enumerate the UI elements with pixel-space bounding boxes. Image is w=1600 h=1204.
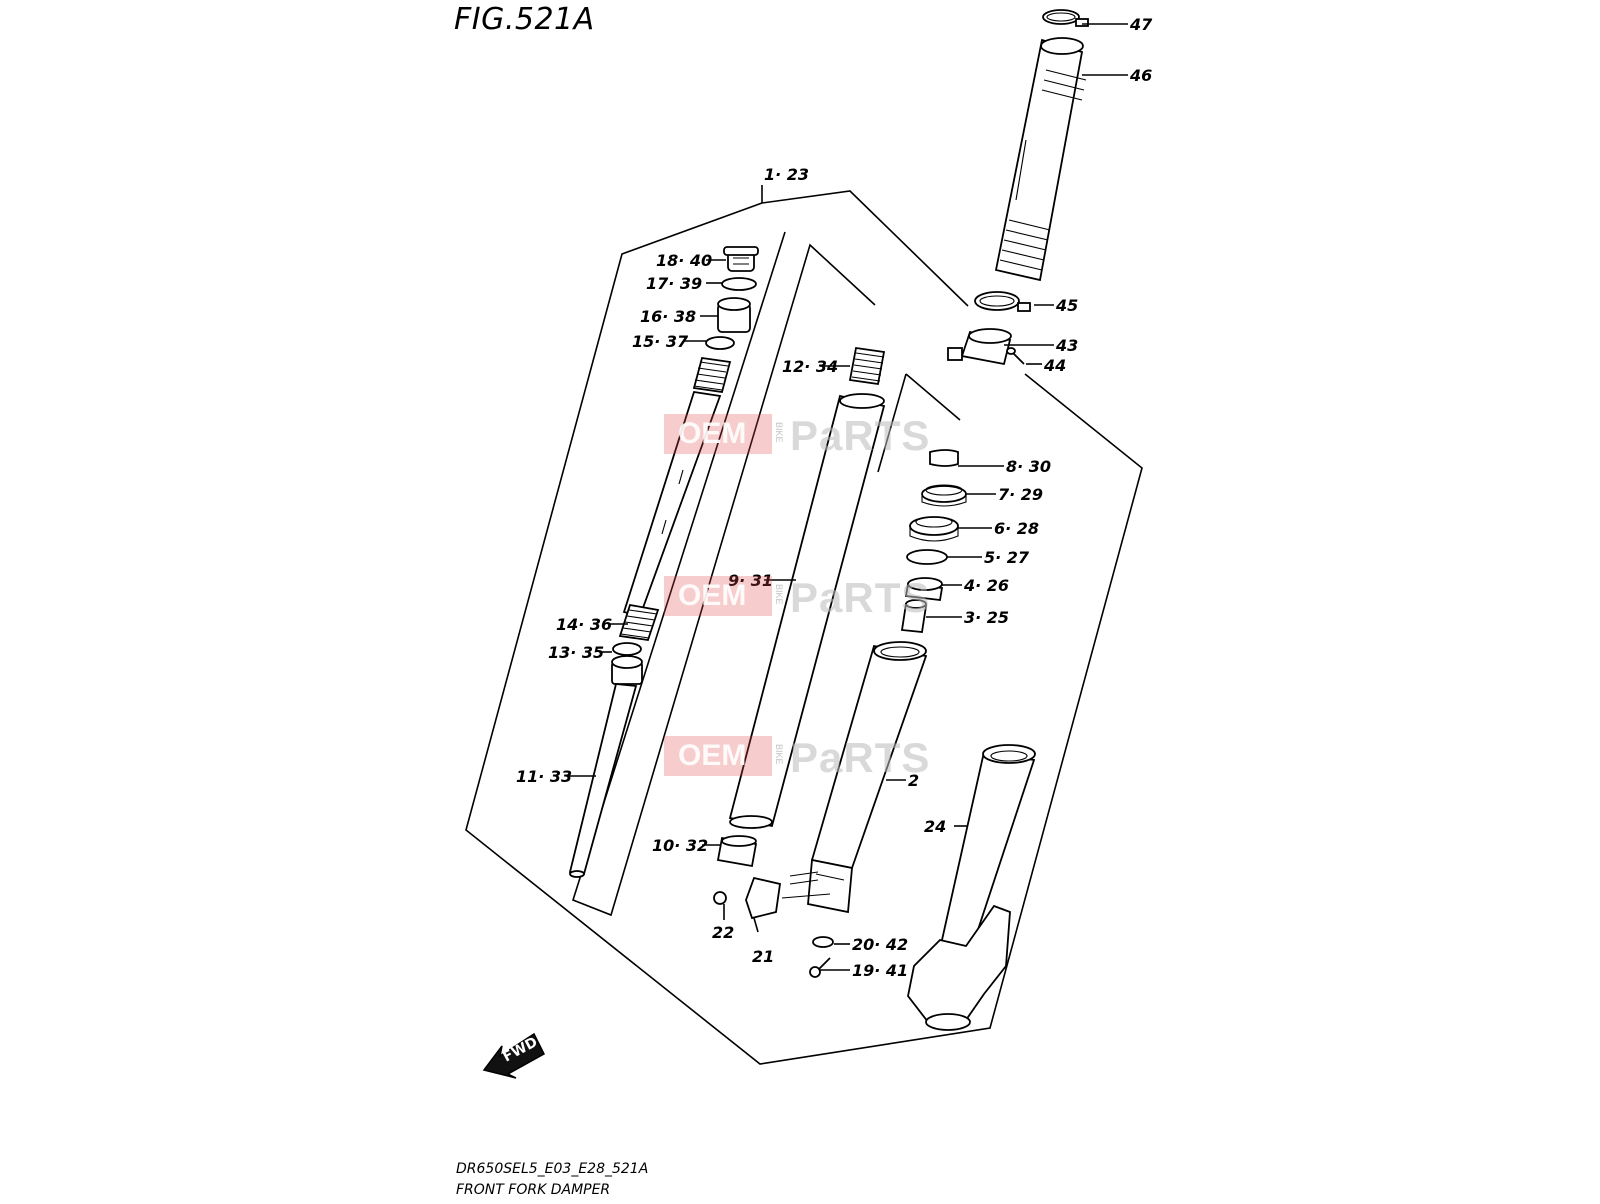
hose-clamp-47 [1042,9,1089,27]
callout-2: 2 [908,771,919,790]
callout-16-38: 16· 38 [640,307,696,326]
washer-15-37 [705,336,735,350]
section-name: FRONT FORK DAMPER [456,1182,611,1198]
callout-18-40: 18· 40 [656,251,712,270]
callout-24: 24 [924,817,946,836]
callout-46: 46 [1129,66,1152,85]
washer-13-35 [612,642,642,656]
callout-44: 44 [1043,356,1066,375]
kit-outline [465,202,1143,1065]
oil-seal-6-28 [909,516,959,542]
dust-seal-8-30 [929,449,959,467]
callout-19-41: 19· 41 [852,961,908,980]
callout-4-26: 4· 26 [963,576,1009,595]
inner-tube-outline [905,373,961,421]
fork-spring-12-34 [848,346,886,386]
callout-1-23: 1· 23 [764,165,809,184]
rebound-spring-14-36 [618,603,660,641]
brake-hose-bracket-21 [745,871,831,920]
callout-11-33: 11· 33 [516,767,572,786]
spring-upper-damper [692,356,732,394]
callout-22: 22 [712,923,734,942]
bushing-10-32 [716,835,758,868]
damper-cylinder-11-33 [568,655,643,878]
callout-17-39: 17· 39 [646,274,702,293]
callout-14-36: 14· 36 [556,615,612,634]
callout-7-29: 7· 29 [998,485,1043,504]
screw-44 [1006,347,1025,365]
fork-boot-46 [994,37,1087,282]
callout-8-30: 8· 30 [1006,457,1051,476]
bushing-4-26 [904,577,944,601]
callout-43: 43 [1055,336,1078,355]
callout-21: 21 [752,947,774,966]
callout-45: 45 [1055,296,1078,315]
callout-9-31: 9· 31 [728,571,773,590]
outer-tube-2 [807,641,928,914]
spacer-16-38 [717,297,751,333]
figure-title: FIG.521A [454,2,595,37]
callout-3-25: 3· 25 [964,608,1009,627]
oil-seal-7-29 [921,484,967,507]
watermark: OEM BIKE PaRTS [664,412,944,459]
model-code: DR650SEL5_E03_E28_521A [456,1161,649,1177]
o-ring-17-39 [721,277,757,291]
callout-15-37: 15· 37 [632,332,689,351]
boot-clamp-45 [974,291,1031,312]
callout-5-27: 5· 27 [984,548,1030,567]
boot-guide-43 [947,328,1012,366]
bushing-3-25 [900,599,928,633]
nut-22 [713,891,727,905]
callout-6-28: 6· 28 [994,519,1039,538]
callout-12-34: 12· 34 [782,357,838,376]
inner-tube-9-31 [728,393,886,829]
watermark: OEM BIKE PaRTS [664,574,944,621]
watermark: OEM BIKE PaRTS [664,734,944,781]
kit-outline-top [761,190,969,307]
callout-20-42: 20· 42 [852,935,908,954]
leader-lines [568,23,1128,971]
callout-13-35: 13· 35 [548,643,604,662]
bolt-19-41 [809,957,831,978]
outer-tube-24 [907,744,1036,1031]
callout-47: 47 [1129,15,1153,34]
fwd-arrow-icon: FWD [482,1032,545,1079]
damper-outline [572,231,876,917]
washer-20-42 [812,936,834,948]
washer-5-27 [906,549,948,565]
cap-bolt-18-40 [723,246,759,272]
callout-10-32: 10· 32 [652,836,708,855]
